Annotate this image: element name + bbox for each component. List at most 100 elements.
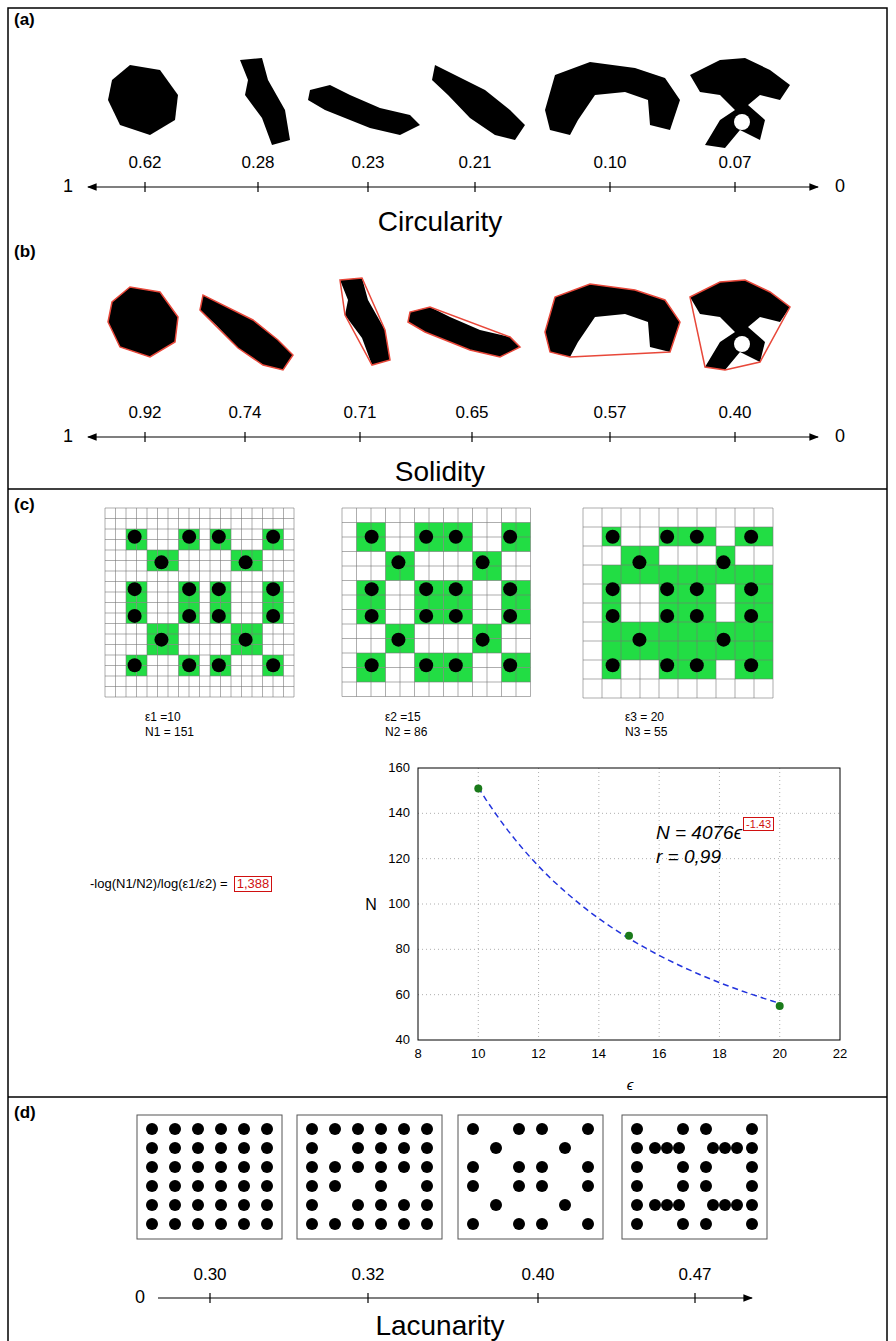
dot [582,1123,594,1135]
dot [375,1142,387,1154]
dot [352,1123,364,1135]
occupied-cell [602,622,621,641]
occupied-cell [516,581,531,596]
dot [169,1142,181,1154]
grid-line [418,904,840,905]
figure-label: 0.23 [351,154,384,173]
grid-line [385,508,386,697]
dot [375,1218,387,1230]
box-count-grids [105,508,773,698]
figure-label: (d) [14,1104,36,1123]
grid-line [105,623,294,624]
grid-line [487,508,488,697]
dot [419,582,433,596]
figure-label: 20 [772,1047,786,1061]
dot [449,658,463,672]
dot [467,1218,479,1230]
dot [365,658,379,672]
dot [169,1218,181,1230]
figure-label: 0.10 [593,154,626,173]
island-hole [734,336,750,352]
grid-line [262,508,263,697]
dot [261,1123,273,1135]
dot [631,1218,643,1230]
dot [677,1123,689,1135]
dot [398,1142,410,1154]
occupied-cell [168,624,179,635]
dot [536,1218,548,1230]
dot [606,530,620,544]
dot [182,582,196,596]
dot [490,1142,502,1154]
dot [306,1199,318,1211]
dot [182,530,196,544]
dot [421,1180,433,1192]
dot [419,530,433,544]
occupied-cell [678,565,697,584]
dot [261,1180,273,1192]
axis-tick [144,432,145,442]
dot [398,1199,410,1211]
dot [365,582,379,596]
dot [490,1199,502,1211]
figure-label: 120 [388,852,410,866]
grid-line [342,638,531,639]
dot [169,1180,181,1192]
grid-line [342,551,531,552]
island-silhouette [200,295,293,370]
figure-label: 0 [135,1288,145,1308]
figure-label: 0.92 [128,404,161,423]
dot [215,1161,227,1173]
island-silhouette [545,284,680,357]
dot [128,658,142,672]
dot [215,1123,227,1135]
dot [365,530,379,544]
dot [146,1180,158,1192]
dot [419,609,433,623]
dot [677,1218,689,1230]
figure-label: ϵ [627,1077,634,1094]
dot [192,1199,204,1211]
dot [631,1123,643,1135]
axis-tick [474,182,475,192]
occupied-cell [659,565,678,584]
occupied-cell [602,603,621,622]
dot [238,1123,250,1135]
figure-label: r = 0,99 [656,847,721,868]
dot [398,1123,410,1135]
grid-line [105,686,294,687]
grid-line [105,634,294,635]
axis-tick [537,1293,538,1303]
dot [606,582,620,596]
occupied-cell [659,527,678,546]
dot [192,1142,204,1154]
dot [212,582,226,596]
dot [375,1123,387,1135]
figure-label: 40 [396,1033,410,1047]
panel-borders [8,8,887,1341]
dot [467,1180,479,1192]
occupied-cell [735,565,754,584]
dot [700,1161,712,1173]
dot [606,658,620,672]
dot [421,1218,433,1230]
convex-hull [340,278,390,365]
grid-line [105,644,294,645]
dot [261,1161,273,1173]
grid-line [342,653,531,654]
occupied-cell [602,641,621,660]
dot [746,1161,758,1173]
grid-line [105,697,294,698]
dot [582,1161,594,1173]
grid-line [530,508,531,697]
figure-label: (a) [14,11,35,30]
axis-tick [209,1293,210,1303]
grid-line [583,641,773,642]
grid-line [583,679,773,680]
axis-tick [144,182,145,192]
dot [421,1142,433,1154]
figure-label: 0.71 [343,404,376,423]
grid-line [443,508,444,697]
data-point [776,1002,784,1010]
figure-label: 14 [592,1047,606,1061]
